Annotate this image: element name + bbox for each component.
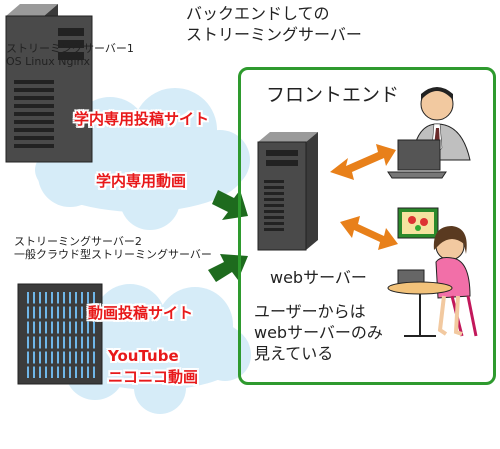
cloud2-services: YouTube ニコニコ動画 [108,346,198,388]
cafe-user-icon [387,207,478,337]
server1-os: OS Linux Nginx [6,55,91,68]
cloud2-line2: YouTube [108,347,179,365]
title-line-1: バックエンドしての [186,4,330,23]
frontend-title: フロントエンド [266,84,400,106]
note-line-2: webサーバーのみ [254,323,383,342]
office-user-icon [387,87,471,179]
server2-name: ストリーミングサーバー2 [14,235,142,248]
server1-label: ストリーミングサーバー1 OS Linux Nginx [6,42,134,68]
title-line-2: ストリーミングサーバー [186,25,362,44]
web-server-label: webサーバー [270,268,367,287]
server2-label: ストリーミングサーバー2 一般クラウド型ストリーミングサーバー [14,235,212,261]
server2-type: 一般クラウド型ストリーミングサーバー [14,248,212,261]
web-server-icon [257,132,318,251]
cloud2-line1: 動画投稿サイト [88,304,194,322]
frontend-box [238,67,496,385]
frontend-note: ユーザーからは webサーバーのみ 見えている [254,301,383,364]
orange-double-arrow [330,144,396,180]
tower-server-icon [5,4,93,163]
cloud1-line1: 学内専用投稿サイト [74,110,210,128]
server1-name: ストリーミングサーバー1 [6,42,134,55]
note-line-3: 見えている [254,344,334,363]
rack-server-icon [17,283,103,385]
cloud1-line2: 学内専用動画 [96,172,187,190]
cloud2-line3: ニコニコ動画 [108,368,199,386]
page-title: バックエンドしての ストリーミングサーバー [186,3,362,45]
orange-double-arrow [340,216,398,250]
note-line-1: ユーザーからは [254,302,366,321]
